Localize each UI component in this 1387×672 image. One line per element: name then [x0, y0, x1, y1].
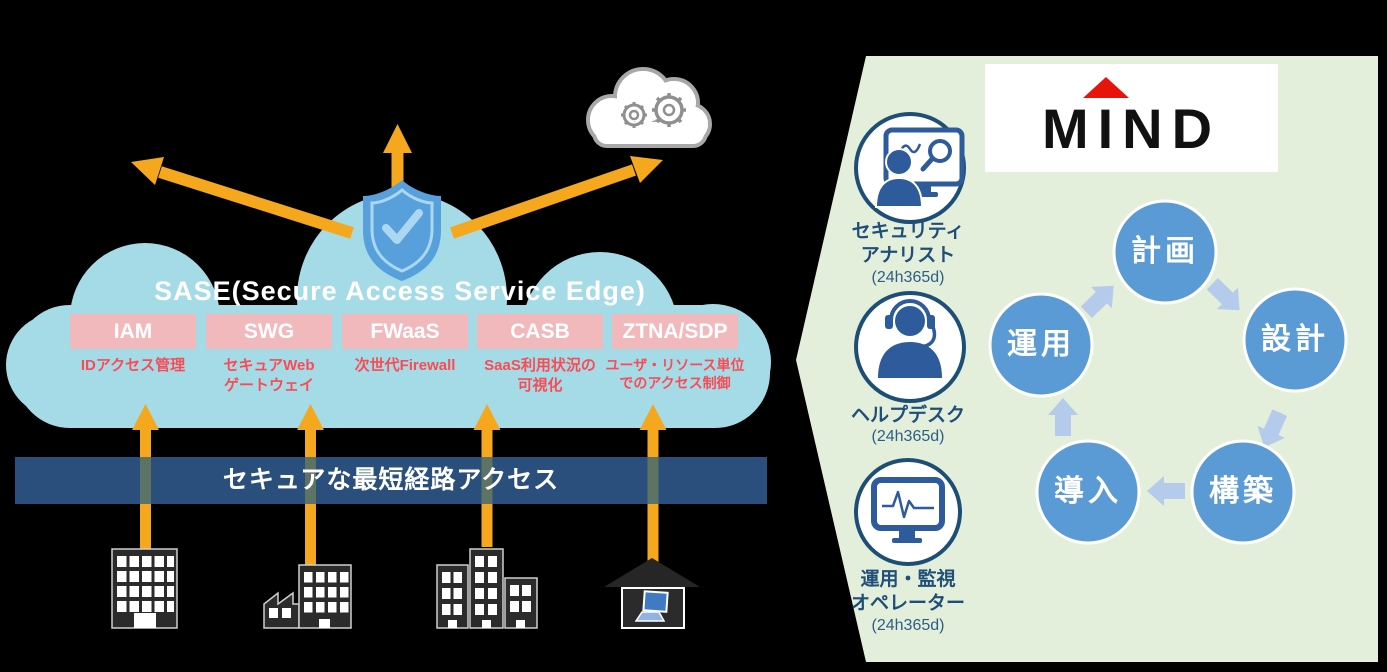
- service-desc-casb: SaaS利用状況の 可視化: [484, 357, 596, 394]
- stage-circle-donyu: [1035, 439, 1141, 545]
- city-buildings-icon: [436, 548, 538, 629]
- office-building-icon: [111, 548, 178, 629]
- chevron-donyu-unyo: [1048, 398, 1078, 436]
- chevron-keikaku-sekkei: [1206, 278, 1240, 311]
- lifecycle-circles: [988, 199, 1348, 545]
- stage-circle-unyo: [988, 292, 1094, 398]
- service-desc-ztna: ユーザ・リソース単位 でのアクセス制御: [605, 357, 745, 392]
- mind-logo-triangle-icon: [1083, 77, 1129, 98]
- role-ops-monitor-line1: 運用・監視: [860, 569, 956, 590]
- role-help-desk-hours: (24h365d): [871, 428, 945, 445]
- role-ops-monitor-line2: オペレーター: [850, 593, 965, 614]
- role-security-analyst-line2: アナリスト: [860, 245, 956, 266]
- factory-building-icon: [263, 564, 352, 629]
- cloud-gears-icon: [586, 67, 712, 148]
- gear-icon: [621, 102, 647, 128]
- service-box-ztna: ZTNA/SDP: [612, 314, 738, 349]
- lifecycle-chevrons: [1048, 278, 1288, 506]
- building-arrow-heads: [132, 404, 667, 430]
- role-security-analyst-hours: (24h365d): [871, 269, 945, 286]
- role-ops-monitor-hours: (24h365d): [871, 617, 945, 634]
- stage-circle-kochiku: [1190, 439, 1296, 545]
- role-security-analyst-line1: セキュリティ: [851, 221, 965, 242]
- laptop-icon: [642, 590, 669, 613]
- service-desc-swg: セキュアWeb ゲートウェイ: [223, 357, 315, 394]
- help-desk-icon: [854, 291, 966, 403]
- stage-circle-sekkei: [1242, 287, 1348, 393]
- service-desc-fwaas: 次世代Firewall: [354, 357, 456, 374]
- chevron-kochiku-donyu: [1147, 476, 1185, 506]
- service-box-casb: CASB: [477, 314, 603, 349]
- gear-icon: [652, 93, 686, 127]
- service-box-fwaas: FWaaS: [342, 314, 468, 349]
- stage-label-unyo: 運用: [1007, 328, 1075, 361]
- shield-check-icon: [363, 180, 441, 281]
- mind-logo-text: MIND: [1041, 97, 1222, 160]
- service-box-swg: SWG: [206, 314, 332, 349]
- role-help-desk-line1: ヘルプデスク: [850, 405, 965, 426]
- stage-label-donyu: 導入: [1054, 475, 1122, 508]
- service-desc-iam: IDアクセス管理: [80, 357, 186, 374]
- chevron-unyo-keikaku: [1080, 285, 1114, 318]
- secure-path-banner-label: セキュアな最短経路アクセス: [222, 466, 560, 494]
- sase-title: SASE(Secure Access Service Edge): [154, 276, 646, 306]
- outbound-arrow-right: [450, 156, 663, 239]
- outbound-arrow-left: [131, 157, 354, 239]
- service-box-iam: IAM: [70, 314, 196, 349]
- stage-label-kochiku: 構築: [1209, 475, 1277, 508]
- security-analyst-icon: [854, 112, 966, 224]
- arrow-through-banner-segments: [140, 457, 659, 504]
- stage-circle-keikaku: [1112, 199, 1218, 305]
- operations-monitor-icon: [854, 458, 962, 566]
- mind-logo: MIND: [985, 64, 1278, 172]
- chevron-sekkei-kochiku: [1257, 409, 1288, 448]
- stage-label-keikaku: 計画: [1131, 235, 1199, 268]
- home-laptop-icon: [604, 558, 700, 629]
- stage-label-sekkei: 設計: [1261, 323, 1329, 356]
